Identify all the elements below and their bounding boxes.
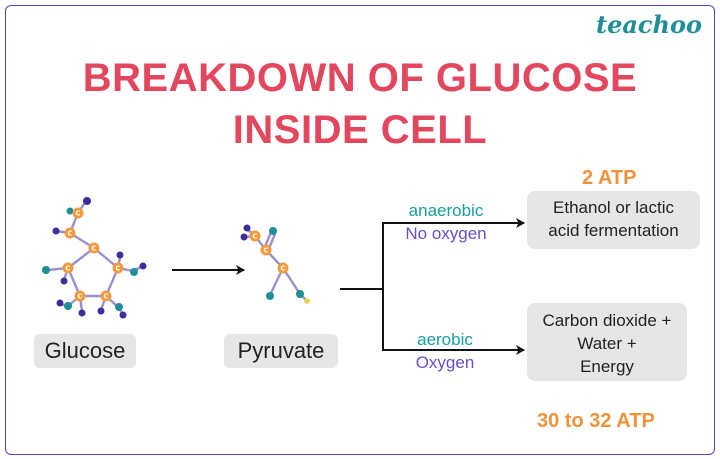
carbon-atom-label: C — [103, 293, 108, 301]
pyruvate-label: Pyruvate — [224, 334, 338, 368]
pyruvate-molecule-icon: C C C — [240, 224, 310, 304]
carbon-atom-label: C — [252, 233, 257, 241]
title-line-2: INSIDE CELL — [232, 108, 488, 152]
glucose-label: Glucose — [34, 334, 136, 368]
carbon-atom-label: C — [91, 245, 96, 253]
page-title: BREAKDOWN OF GLUCOSE INSIDE CELL — [0, 52, 720, 156]
aerobic-result-line-2: Water + — [577, 334, 637, 353]
carbon-atom-label: C — [280, 265, 285, 273]
carbon-atom-label: C — [115, 265, 120, 273]
aerobic-result-line-3: Energy — [580, 357, 634, 376]
carbon-atom-label: C — [77, 293, 82, 301]
carbon-atom-label: C — [75, 210, 80, 218]
oxygen-label: Oxygen — [415, 353, 475, 372]
aerobic-atp-yield: 30 to 32 ATP — [537, 410, 655, 432]
glucose-molecule-icon: C C C C C C C — [41, 197, 147, 319]
anaerobic-result-line-1: Ethanol or lactic — [553, 198, 674, 217]
carbon-atom-label: C — [65, 265, 70, 273]
aerobic-result-box: Carbon dioxide + Water + Energy — [527, 303, 687, 381]
carbon-atom-label: C — [67, 230, 72, 238]
carbon-atom-label: C — [263, 247, 268, 255]
anaerobic-result-line-2: acid fermentation — [548, 221, 679, 240]
title-line-1: BREAKDOWN OF GLUCOSE — [82, 56, 638, 100]
aerobic-label: aerobic — [417, 330, 473, 349]
no-oxygen-label: No oxygen — [405, 224, 487, 243]
anaerobic-result-box: Ethanol or lactic acid fermentation — [527, 191, 700, 249]
branch-connector — [340, 218, 525, 355]
brand-logo: teachoo — [596, 10, 702, 39]
anaerobic-label: anaerobic — [408, 201, 484, 220]
aerobic-result-line-1: Carbon dioxide + — [542, 311, 672, 330]
anaerobic-atp-yield: 2 ATP — [582, 167, 637, 189]
